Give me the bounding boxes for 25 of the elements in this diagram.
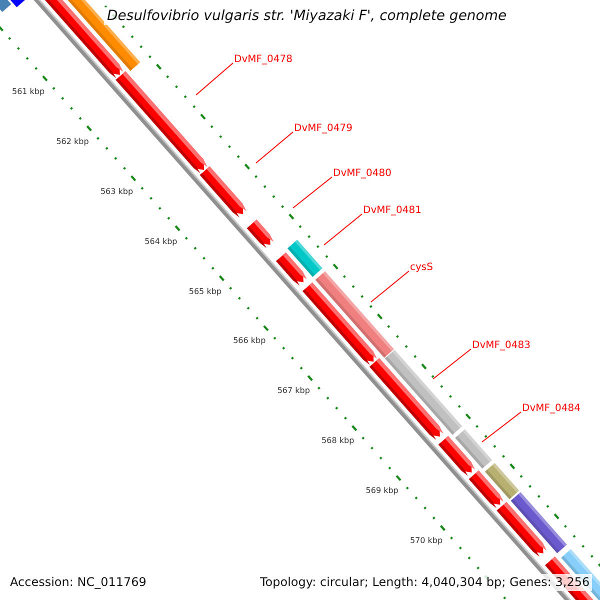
gene-label: DvMF_0479: [294, 123, 352, 135]
gene-label: DvMF_0481: [363, 205, 422, 217]
leader-line: [256, 132, 294, 164]
position-label: 565 kbp: [188, 286, 222, 297]
gene-label: cysS: [410, 262, 433, 274]
gene-label: DvMF_0483: [472, 340, 530, 352]
position-label: 567 kbp: [277, 386, 310, 396]
position-label: 561 kbp: [12, 86, 45, 97]
position-label: 564 kbp: [144, 236, 178, 247]
gene-label: DvMF_0484: [522, 403, 580, 415]
position-label: 563 kbp: [100, 186, 134, 197]
gene-label: DvMF_0478: [234, 54, 292, 66]
leader-line: [432, 348, 472, 380]
leader-line: [324, 214, 362, 246]
position-label: 569 kbp: [366, 486, 398, 496]
position-label: 570 kbp: [410, 536, 443, 546]
leader-line: [196, 62, 234, 96]
position-label: 568 kbp: [322, 436, 354, 446]
position-label: 562 kbp: [56, 136, 89, 147]
accession-text: Accession: NC_011769: [8, 574, 148, 591]
leader-line: [482, 412, 522, 442]
leader-line: [292, 176, 332, 208]
gene-label: DvMF_0480: [333, 168, 392, 180]
leader-line: [370, 270, 410, 302]
position-label: 566 kbp: [233, 336, 266, 346]
